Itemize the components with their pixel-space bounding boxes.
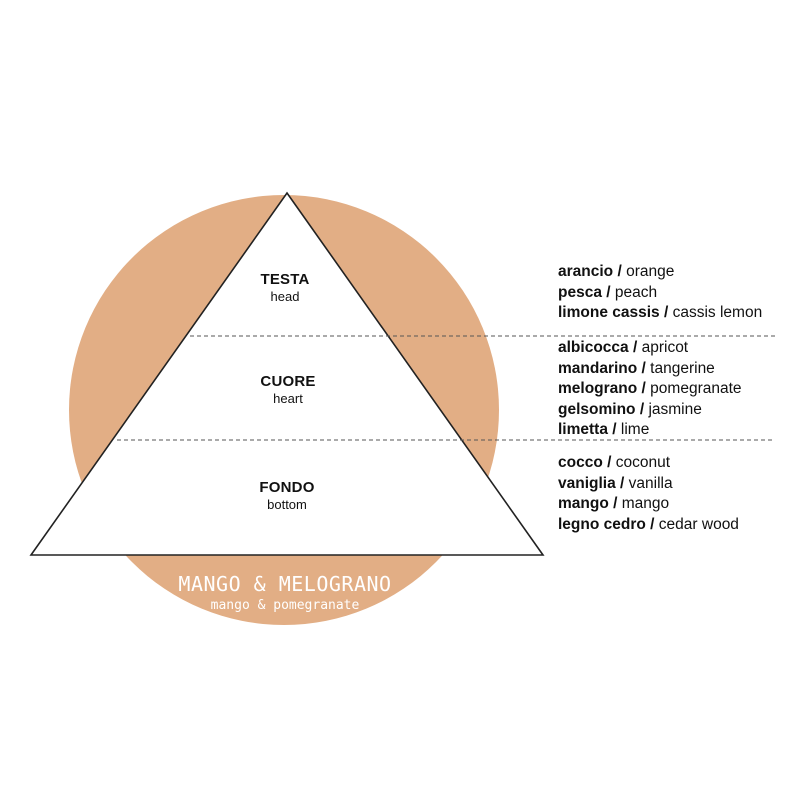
note-item: mango / mango bbox=[558, 495, 670, 512]
note-item: melograno / pomegranate bbox=[558, 380, 742, 397]
tier-name-it: TESTA bbox=[260, 271, 310, 288]
note-item: limetta / lime bbox=[558, 421, 650, 438]
note-item: gelsomino / jasmine bbox=[558, 400, 702, 418]
note-item: legno cedro / cedar wood bbox=[558, 515, 739, 533]
note-item: vaniglia / vanilla bbox=[558, 474, 673, 492]
note-item: cocco / coconut bbox=[558, 454, 671, 471]
tier-name-it: FONDO bbox=[259, 479, 315, 496]
note-item: arancio / orange bbox=[558, 263, 675, 280]
tier-label-heart: CUORE heart bbox=[260, 373, 315, 406]
tier-name-it: CUORE bbox=[260, 373, 316, 390]
tier-name-en: head bbox=[270, 289, 300, 304]
note-item: limone cassis / cassis lemon bbox=[558, 304, 763, 321]
pyramid-triangle bbox=[29, 191, 545, 556]
notes-list-heart: albicocca / apricot mandarino / tangerin… bbox=[558, 338, 742, 441]
tier-label-bottom: FONDO bottom bbox=[259, 479, 314, 512]
tier-name-en: bottom bbox=[267, 497, 307, 512]
notes-list-bottom: cocco / coconut vaniglia / vanilla mango… bbox=[558, 453, 739, 535]
notes-list-top: arancio / orange pesca / peach limone ca… bbox=[558, 262, 762, 324]
fragrance-name-block: MANGO & MELOGRANO mango & pomegranate bbox=[178, 572, 391, 613]
note-item: albicocca / apricot bbox=[558, 339, 689, 356]
tier-name-en: heart bbox=[273, 391, 303, 406]
note-item: pesca / peach bbox=[558, 283, 658, 301]
fragrance-subtitle: mango & pomegranate bbox=[210, 598, 360, 613]
note-item: mandarino / tangerine bbox=[558, 359, 715, 377]
tier-label-top: TESTA head bbox=[260, 271, 309, 304]
fragrance-name: MANGO & MELOGRANO bbox=[178, 572, 392, 596]
